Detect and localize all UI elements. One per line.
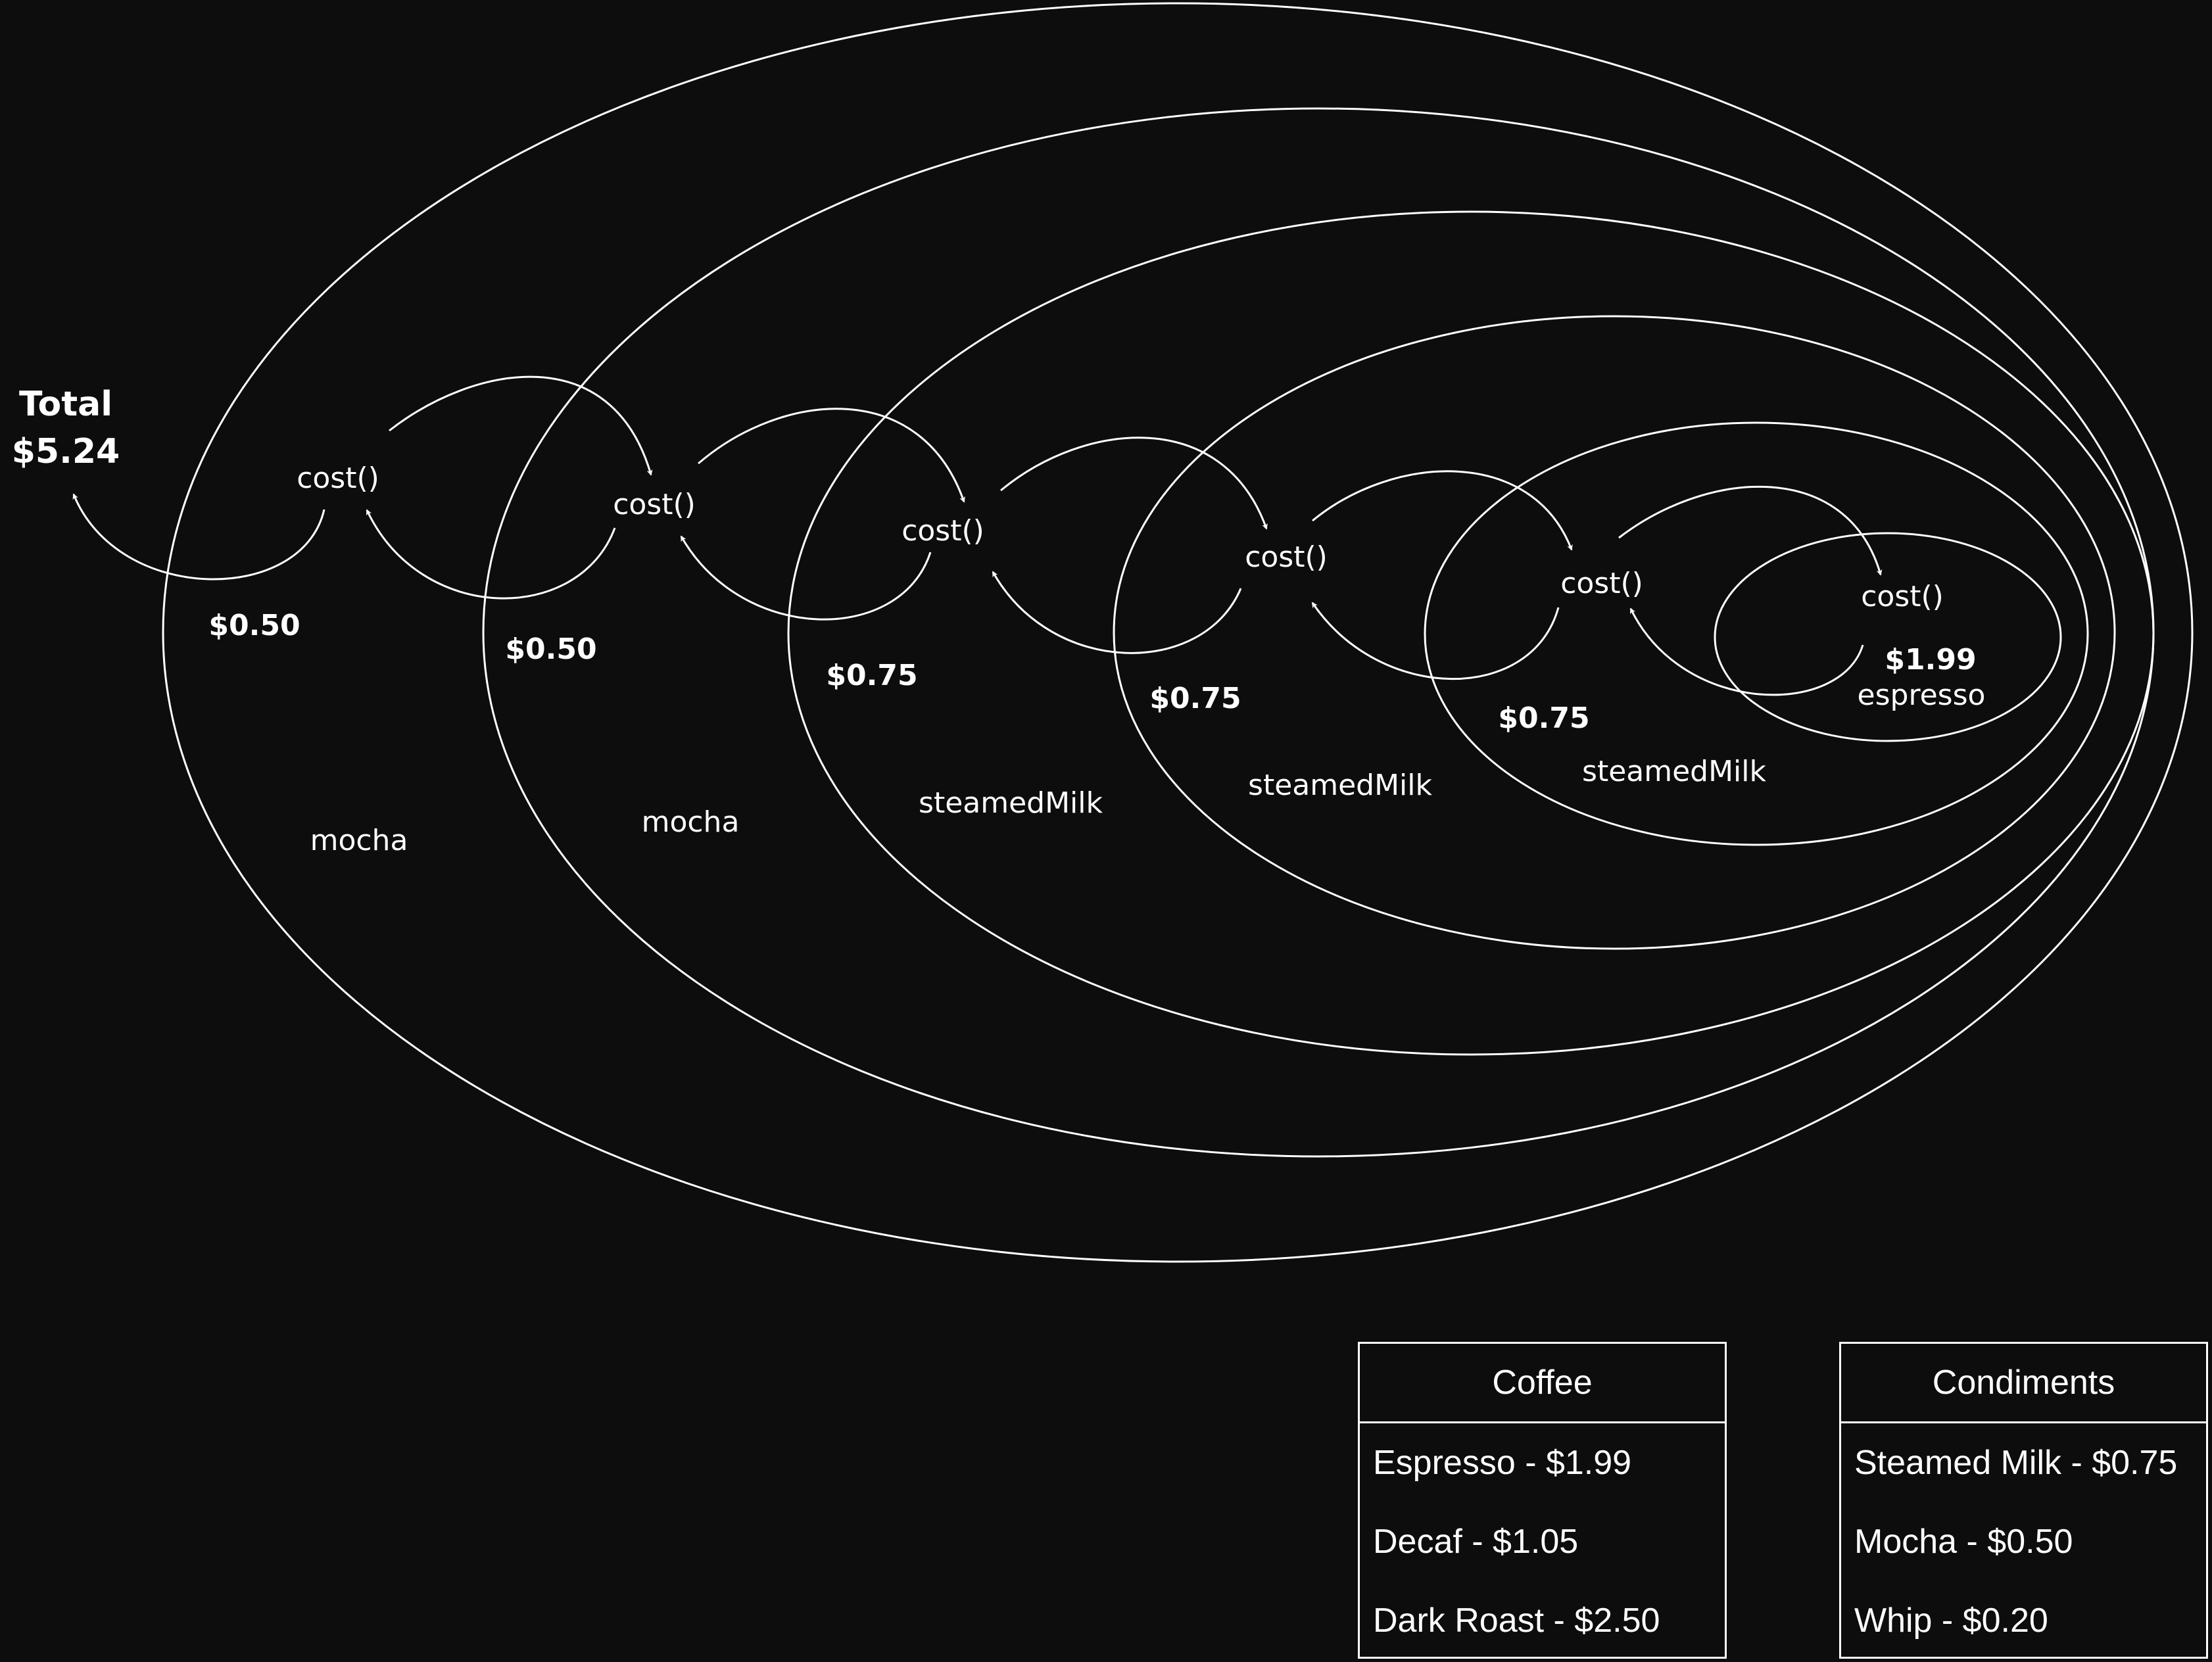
total-label: Total bbox=[19, 385, 112, 424]
price-label-2: $0.50 bbox=[505, 632, 596, 666]
price-label-4: $0.75 bbox=[1149, 682, 1241, 715]
call-arrow-2 bbox=[698, 408, 965, 503]
return-arrow-5 bbox=[1311, 602, 1560, 680]
return-arrow-1 bbox=[72, 493, 325, 581]
ellipse-espresso bbox=[1714, 532, 2062, 742]
price-label-6: $1.99 bbox=[1885, 643, 1976, 677]
component-name-5: steamedMilk bbox=[1582, 755, 1766, 788]
cost-label-3: cost() bbox=[902, 514, 984, 548]
ellipse-mocha-outer bbox=[162, 2, 2194, 1263]
component-name-6: espresso bbox=[1858, 678, 1986, 712]
condiments-card-title: Condiments bbox=[1841, 1344, 2206, 1423]
condiment-item: Mocha - $0.50 bbox=[1854, 1523, 2073, 1561]
price-label-3: $0.75 bbox=[826, 659, 917, 692]
cost-label-5: cost() bbox=[1560, 567, 1643, 600]
coffee-item: Dark Roast - $2.50 bbox=[1373, 1602, 1660, 1640]
price-label-5: $0.75 bbox=[1498, 701, 1589, 735]
coffee-card: Coffee Espresso - $1.99 Decaf - $1.05 Da… bbox=[1358, 1342, 1727, 1659]
condiment-item: Whip - $0.20 bbox=[1854, 1602, 2048, 1640]
call-arrow-5 bbox=[1618, 485, 1883, 576]
cost-label-1: cost() bbox=[297, 462, 379, 495]
call-arrow-4 bbox=[1312, 470, 1573, 551]
return-arrow-3 bbox=[680, 535, 932, 621]
coffee-item: Espresso - $1.99 bbox=[1373, 1444, 1632, 1482]
coffee-card-title: Coffee bbox=[1360, 1344, 1725, 1423]
ellipse-steamedmilk-2 bbox=[1113, 315, 2116, 950]
call-arrow-3 bbox=[1000, 437, 1268, 530]
component-name-2: mocha bbox=[642, 805, 740, 839]
cost-label-4: cost() bbox=[1245, 540, 1328, 574]
return-arrows bbox=[72, 493, 1864, 696]
ellipse-mocha-inner bbox=[482, 107, 2155, 1158]
call-arrow-1 bbox=[389, 375, 653, 476]
ellipse-steamedmilk-1 bbox=[787, 210, 2155, 1056]
return-arrow-2 bbox=[366, 509, 616, 600]
coffee-item: Decaf - $1.05 bbox=[1373, 1523, 1579, 1561]
call-arrows bbox=[389, 375, 1883, 576]
component-name-4: steamedMilk bbox=[1248, 769, 1432, 802]
return-arrow-6 bbox=[1629, 607, 1864, 696]
component-name-1: mocha bbox=[310, 824, 408, 857]
total-value: $5.24 bbox=[12, 432, 120, 471]
price-label-1: $0.50 bbox=[208, 609, 300, 642]
cost-label-2: cost() bbox=[613, 488, 696, 521]
component-name-3: steamedMilk bbox=[919, 786, 1103, 820]
return-arrow-4 bbox=[992, 571, 1242, 654]
wrapper-ellipses bbox=[162, 2, 2194, 1263]
condiments-card: Condiments Steamed Milk - $0.75 Mocha - … bbox=[1839, 1342, 2208, 1659]
condiment-item: Steamed Milk - $0.75 bbox=[1854, 1444, 2178, 1482]
cost-label-6: cost() bbox=[1861, 580, 1944, 613]
ellipse-steamedmilk-3 bbox=[1424, 421, 2089, 846]
